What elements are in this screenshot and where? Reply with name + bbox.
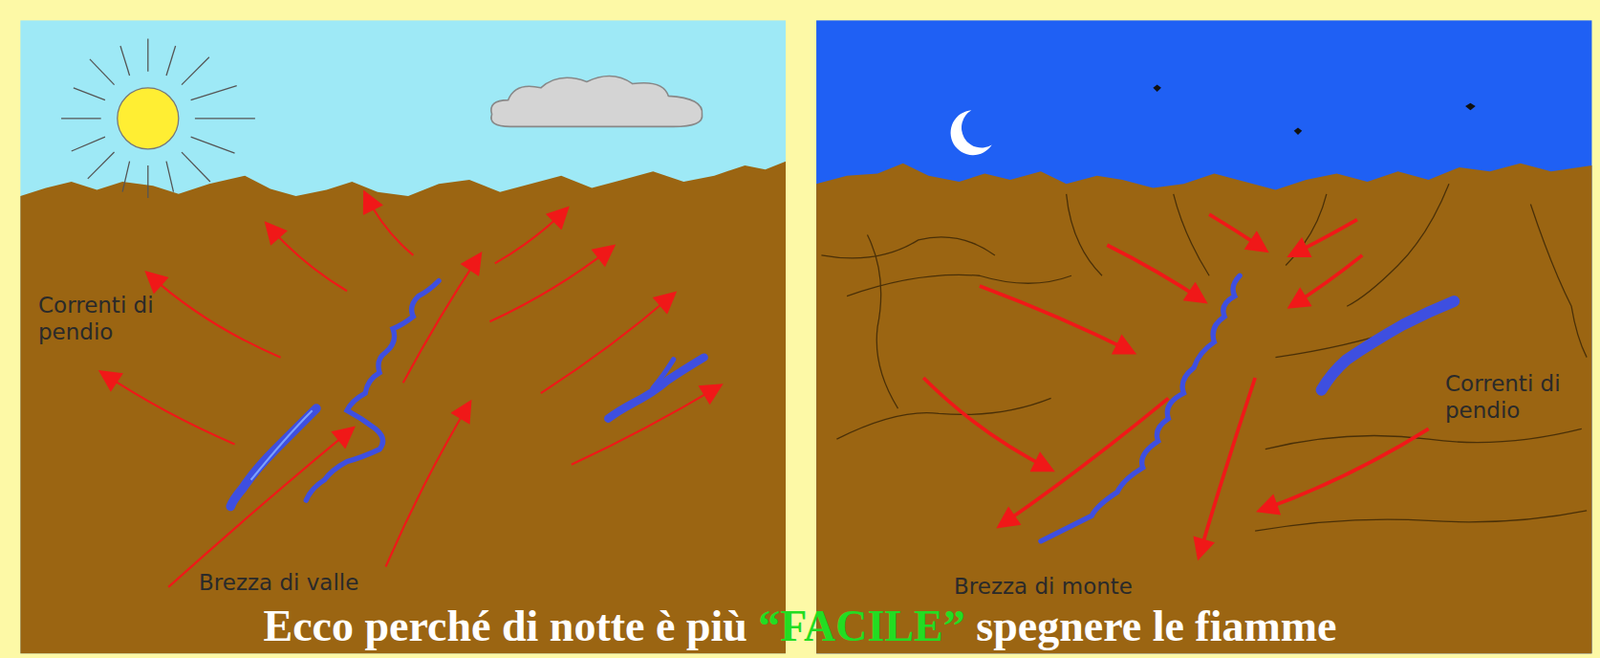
caption-row: Ecco perché di notte è più“FACILE”spegne… <box>0 602 1600 651</box>
caption-highlight: “FACILE” <box>757 602 965 651</box>
day-panel <box>20 20 786 653</box>
slope-current-label: Correnti di pendio <box>38 292 182 346</box>
valley-breeze-label: Brezza di valle <box>198 569 448 597</box>
mountain-breeze-label: Brezza di monte <box>953 573 1203 601</box>
caption-part: Ecco perché di notte è più <box>262 602 747 651</box>
caption-part: spegnere le fiamme <box>975 602 1337 651</box>
slope-current-label: Correnti di pendio <box>1445 370 1589 424</box>
night-panel <box>816 20 1592 653</box>
